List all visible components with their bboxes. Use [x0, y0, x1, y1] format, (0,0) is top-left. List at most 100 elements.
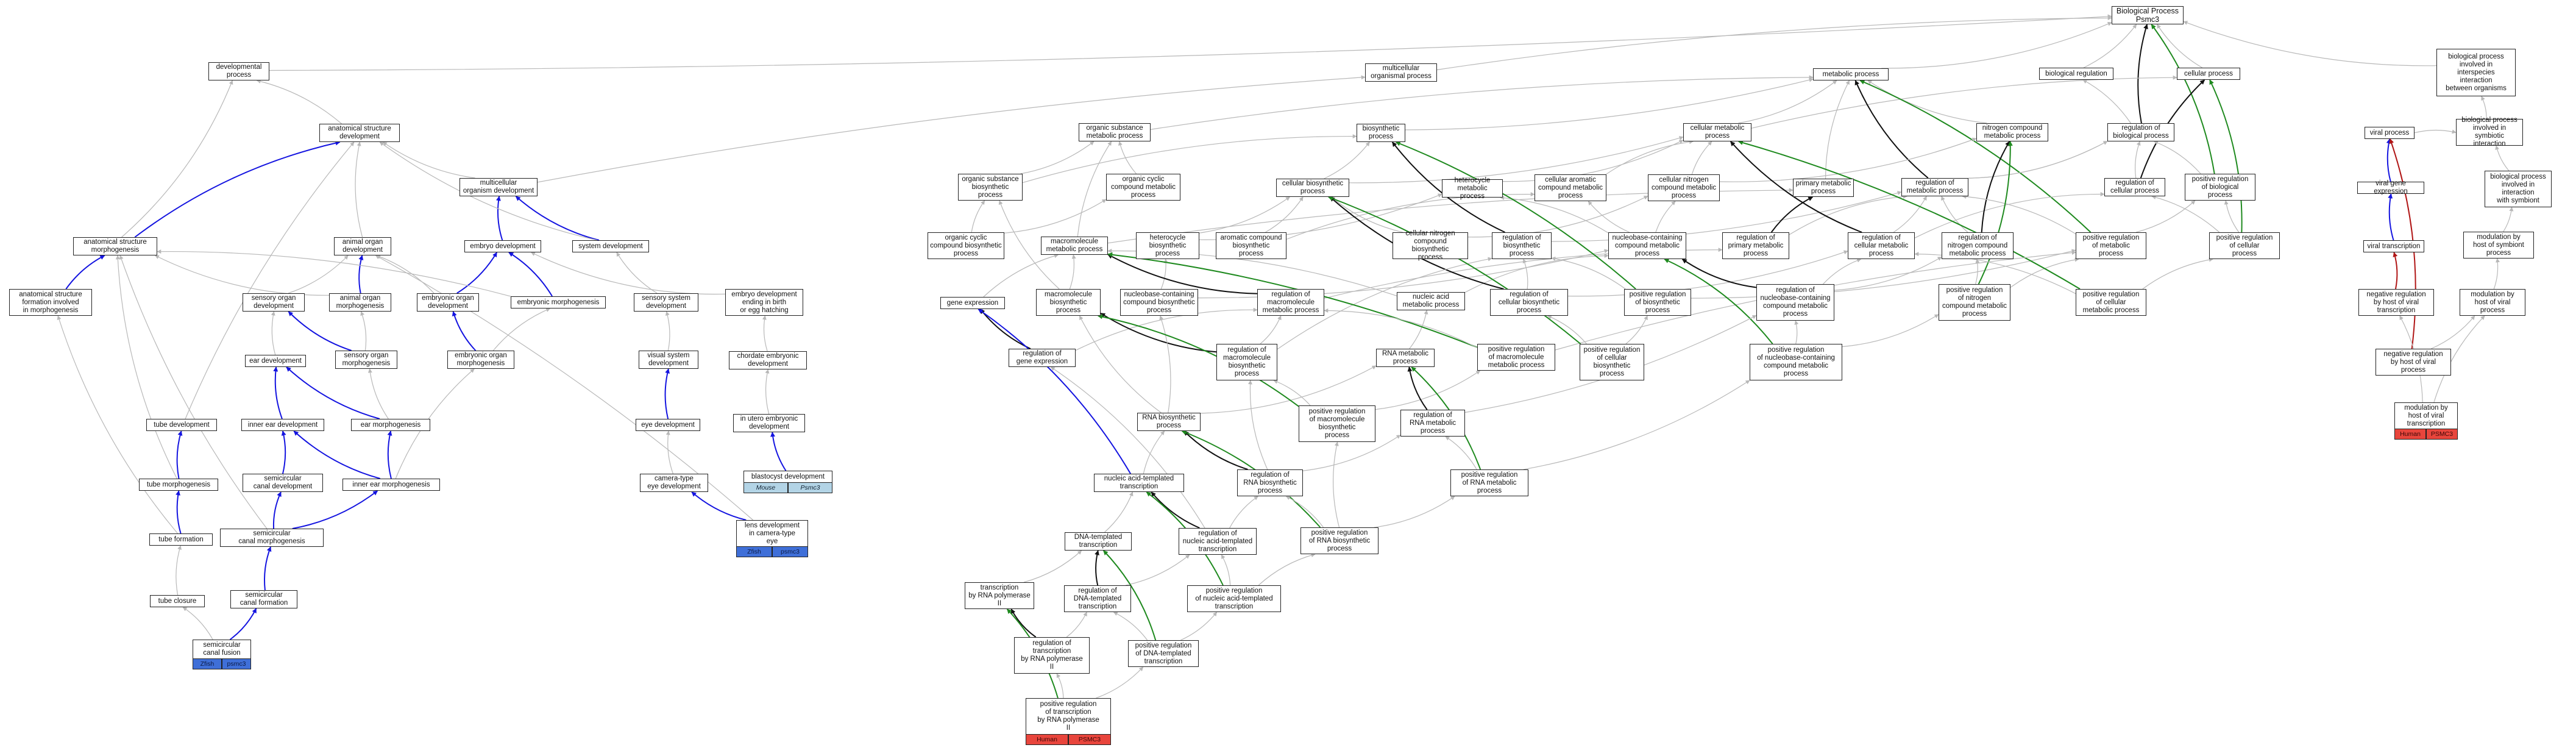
- go-term-regulation-of-rna-metabolic-process[interactable]: regulation of RNA metabolic process: [1400, 410, 1465, 437]
- go-term-cellular-process[interactable]: cellular process: [2177, 68, 2240, 80]
- go-term-embryonic-organ-development[interactable]: embryonic organ development: [417, 293, 479, 312]
- go-term-multicellular-organism-development[interactable]: multicellular organism development: [459, 178, 538, 196]
- go-term-regulation-of-nucleic-acid-templated-transcription[interactable]: regulation of nucleic acid-templated tra…: [1179, 528, 1257, 555]
- go-term-regulation-of-macromolecule-metabolic-process[interactable]: regulation of macromolecule metabolic pr…: [1257, 289, 1324, 316]
- go-term-interaction-with-symbiont[interactable]: biological process involved in interacti…: [2485, 171, 2552, 207]
- go-term-inner-ear-morphogenesis[interactable]: inner ear morphogenesis: [342, 479, 440, 491]
- go-term-cellular-nitrogen-compound-metabolic-process[interactable]: cellular nitrogen compound metabolic pro…: [1648, 174, 1720, 201]
- go-term-rna-biosynthetic-process[interactable]: RNA biosynthetic process: [1137, 413, 1201, 431]
- go-term-organic-cyclic-compound-biosynthetic-process[interactable]: organic cyclic compound biosynthetic pro…: [928, 232, 1004, 259]
- go-term-chordate-embryonic-development[interactable]: chordate embryonic development: [729, 351, 807, 369]
- go-term-viral-transcription[interactable]: viral transcription: [2363, 240, 2424, 252]
- go-term-metabolic-process[interactable]: metabolic process: [1813, 68, 1889, 80]
- go-term-symbiotic-interaction[interactable]: biological process involved in symbiotic…: [2456, 116, 2523, 148]
- go-term-nucleic-acid-templated-transcription[interactable]: nucleic acid-templated transcription: [1094, 474, 1184, 492]
- go-term-positive-regulation-of-cellular-biosynthetic-process[interactable]: positive regulation of cellular biosynth…: [1580, 344, 1644, 380]
- go-term-cellular-aromatic-compound-metabolic-process[interactable]: cellular aromatic compound metabolic pro…: [1535, 174, 1606, 201]
- go-term-regulation-of-biological-process[interactable]: regulation of biological process: [2107, 123, 2174, 141]
- go-term-animal-organ-morphogenesis[interactable]: animal organ morphogenesis: [329, 293, 391, 312]
- go-term-regulation-of-primary-metabolic-process[interactable]: regulation of primary metabolic process: [1722, 232, 1789, 259]
- go-term-camera-type-eye-development[interactable]: camera-type eye development: [640, 474, 708, 492]
- go-term-positive-regulation-of-dna-templated-transcription[interactable]: positive regulation of DNA-templated tra…: [1128, 640, 1199, 667]
- go-term-positive-regulation-of-nucleobase-containing-compound-metabolic-process[interactable]: positive regulation of nucleobase-contai…: [1750, 344, 1842, 380]
- go-term-visual-system-development[interactable]: visual system development: [639, 351, 698, 369]
- go-term-positive-regulation-of-transcription-by-rna-polymerase-ii[interactable]: positive regulation of transcription by …: [1026, 698, 1111, 735]
- go-term-transcription-by-rna-polymerase-ii[interactable]: transcription by RNA polymerase II: [965, 582, 1034, 609]
- go-term-modulation-by-host-of-symbiont-process[interactable]: modulation by host of symbiont process: [2463, 232, 2534, 259]
- go-term-aromatic-compound-biosynthetic-process[interactable]: aromatic compound biosynthetic process: [1216, 232, 1286, 259]
- go-term-positive-regulation-of-cellular-metabolic-process[interactable]: positive regulation of cellular metaboli…: [2076, 289, 2146, 316]
- go-term-anatomical-structure-development[interactable]: anatomical structure development: [319, 124, 400, 142]
- go-term-anatomical-structure-morphogenesis[interactable]: anatomical structure morphogenesis: [73, 237, 157, 255]
- go-term-organic-substance-biosynthetic-process[interactable]: organic substance biosynthetic process: [958, 174, 1023, 201]
- go-term-regulation-of-metabolic-process[interactable]: regulation of metabolic process: [1901, 178, 1968, 196]
- go-term-biosynthetic-process[interactable]: biosynthetic process: [1357, 124, 1405, 142]
- go-term-multicellular-organismal-process[interactable]: multicellular organismal process: [1365, 63, 1437, 82]
- go-term-modulation-by-host-of-viral-process[interactable]: modulation by host of viral process: [2460, 289, 2525, 316]
- go-term-cellular-nitrogen-compound-biosynthetic-process[interactable]: cellular nitrogen compound biosynthetic …: [1393, 230, 1468, 261]
- go-term-regulation-of-biosynthetic-process[interactable]: regulation of biosynthetic process: [1492, 232, 1552, 259]
- go-term-embryonic-morphogenesis[interactable]: embryonic morphogenesis: [511, 296, 606, 308]
- go-term-primary-metabolic-process[interactable]: primary metabolic process: [1793, 179, 1854, 197]
- go-term-cellular-biosynthetic-process[interactable]: cellular biosynthetic process: [1276, 179, 1349, 197]
- go-term-regulation-of-nitrogen-compound-metabolic-process[interactable]: regulation of nitrogen compound metaboli…: [1942, 232, 2014, 259]
- go-term-developmental-process[interactable]: developmental process: [208, 62, 269, 80]
- go-term-embryo-development-ending-in-birth[interactable]: embryo development ending in birth or eg…: [725, 289, 803, 316]
- go-term-lens-development-in-camera-type-eye[interactable]: lens development in camera-type eye: [736, 520, 808, 547]
- go-term-blastocyst-development[interactable]: blastocyst development: [743, 471, 832, 483]
- go-term-positive-regulation-of-nucleic-acid-templated-transcription[interactable]: positive regulation of nucleic acid-temp…: [1187, 585, 1281, 612]
- go-term-nucleobase-containing-compound-metabolic-process[interactable]: nucleobase-containing compound metabolic…: [1608, 232, 1686, 259]
- go-term-tube-formation[interactable]: tube formation: [149, 533, 213, 546]
- go-term-positive-regulation-of-nitrogen-compound-metabolic-process[interactable]: positive regulation of nitrogen compound…: [1939, 284, 2010, 321]
- go-term-positive-regulation-of-cellular-process[interactable]: positive regulation of cellular process: [2209, 232, 2280, 259]
- go-term-inner-ear-development[interactable]: inner ear development: [241, 419, 324, 431]
- go-term-embryo-development[interactable]: embryo development: [464, 240, 541, 252]
- go-term-positive-regulation-of-rna-metabolic-process[interactable]: positive regulation of RNA metabolic pro…: [1450, 469, 1528, 496]
- go-term-anatomical-structure-formation-involved-in-morphogenesis[interactable]: anatomical structure formation involved …: [9, 289, 92, 316]
- go-term-organic-substance-metabolic-process[interactable]: organic substance metabolic process: [1079, 123, 1151, 141]
- go-term-positive-regulation-of-macromolecule-metabolic-process[interactable]: positive regulation of macromolecule met…: [1477, 344, 1555, 371]
- go-term-regulation-of-cellular-biosynthetic-process[interactable]: regulation of cellular biosynthetic proc…: [1490, 289, 1568, 316]
- go-term-semicircular-canal-fusion[interactable]: semicircular canal fusion: [193, 640, 251, 659]
- go-term-animal-organ-development[interactable]: animal organ development: [334, 237, 391, 255]
- go-term-organic-cyclic-compound-metabolic-process[interactable]: organic cyclic compound metabolic proces…: [1106, 174, 1180, 201]
- go-term-regulation-of-nucleobase-containing-compound-metabolic-process[interactable]: regulation of nucleobase-containing comp…: [1756, 284, 1834, 321]
- go-term-interspecies-interaction[interactable]: biological process involved in interspec…: [2436, 49, 2516, 96]
- go-term-heterocycle-biosynthetic-process[interactable]: heterocycle biosynthetic process: [1136, 232, 1199, 259]
- go-term-macromolecule-biosynthetic-process[interactable]: macromolecule biosynthetic process: [1036, 289, 1101, 316]
- go-term-regulation-of-rna-biosynthetic-process[interactable]: regulation of RNA biosynthetic process: [1237, 469, 1303, 496]
- go-term-tube-development[interactable]: tube development: [146, 419, 217, 431]
- go-term-regulation-of-transcription-by-rna-polymerase-ii[interactable]: regulation of transcription by RNA polym…: [1014, 637, 1090, 674]
- go-term-sensory-organ-development[interactable]: sensory organ development: [243, 293, 305, 312]
- go-term-nucleic-acid-metabolic-process[interactable]: nucleic acid metabolic process: [1397, 292, 1465, 310]
- go-term-biological-regulation[interactable]: biological regulation: [2039, 68, 2113, 80]
- go-term-nitrogen-compound-metabolic-process[interactable]: nitrogen compound metabolic process: [1976, 123, 2048, 141]
- go-term-regulation-of-dna-templated-transcription[interactable]: regulation of DNA-templated transcriptio…: [1064, 585, 1131, 612]
- go-term-bp-psmc3[interactable]: Biological Process Psmc3: [2112, 6, 2184, 24]
- go-term-positive-regulation-of-rna-biosynthetic-process[interactable]: positive regulation of RNA biosynthetic …: [1300, 527, 1378, 554]
- go-term-viral-gene-expression[interactable]: viral gene expression: [2357, 180, 2424, 195]
- go-term-sensory-organ-morphogenesis[interactable]: sensory organ morphogenesis: [335, 351, 397, 369]
- go-term-rna-metabolic-process[interactable]: RNA metabolic process: [1376, 349, 1435, 367]
- go-term-regulation-of-cellular-process[interactable]: regulation of cellular process: [2104, 178, 2165, 196]
- go-term-dna-templated-transcription[interactable]: DNA-templated transcription: [1065, 532, 1132, 551]
- go-term-nucleobase-containing-compound-biosynthetic-process[interactable]: nucleobase-containing compound biosynthe…: [1120, 289, 1198, 316]
- go-term-ear-development[interactable]: ear development: [245, 355, 306, 367]
- go-term-negative-regulation-by-host-of-viral-process[interactable]: negative regulation by host of viral pro…: [2376, 349, 2451, 376]
- go-term-positive-regulation-of-biosynthetic-process[interactable]: positive regulation of biosynthetic proc…: [1624, 289, 1691, 316]
- go-term-in-utero-embryonic-development[interactable]: in utero embryonic development: [733, 414, 805, 432]
- go-term-modulation-by-host-of-viral-transcription[interactable]: modulation by host of viral transcriptio…: [2394, 402, 2458, 429]
- go-term-cellular-metabolic-process[interactable]: cellular metabolic process: [1683, 123, 1751, 141]
- go-term-ear-morphogenesis[interactable]: ear morphogenesis: [351, 419, 430, 431]
- go-term-negative-regulation-by-host-of-viral-transcription[interactable]: negative regulation by host of viral tra…: [2358, 289, 2434, 316]
- go-term-semicircular-canal-morphogenesis[interactable]: semicircular canal morphogenesis: [220, 529, 324, 547]
- go-term-system-development[interactable]: system development: [572, 240, 649, 252]
- go-term-positive-regulation-of-biological-process[interactable]: positive regulation of biological proces…: [2185, 174, 2255, 201]
- go-term-regulation-of-cellular-metabolic-process[interactable]: regulation of cellular metabolic process: [1848, 232, 1915, 259]
- go-term-sensory-system-development[interactable]: sensory system development: [634, 293, 698, 312]
- go-term-positive-regulation-of-metabolic-process[interactable]: positive regulation of metabolic process: [2076, 232, 2146, 259]
- go-term-viral-process[interactable]: viral process: [2365, 127, 2415, 139]
- go-term-tube-morphogenesis[interactable]: tube morphogenesis: [139, 479, 218, 491]
- go-term-gene-expression[interactable]: gene expression: [940, 297, 1005, 309]
- go-term-semicircular-canal-development[interactable]: semicircular canal development: [243, 474, 323, 492]
